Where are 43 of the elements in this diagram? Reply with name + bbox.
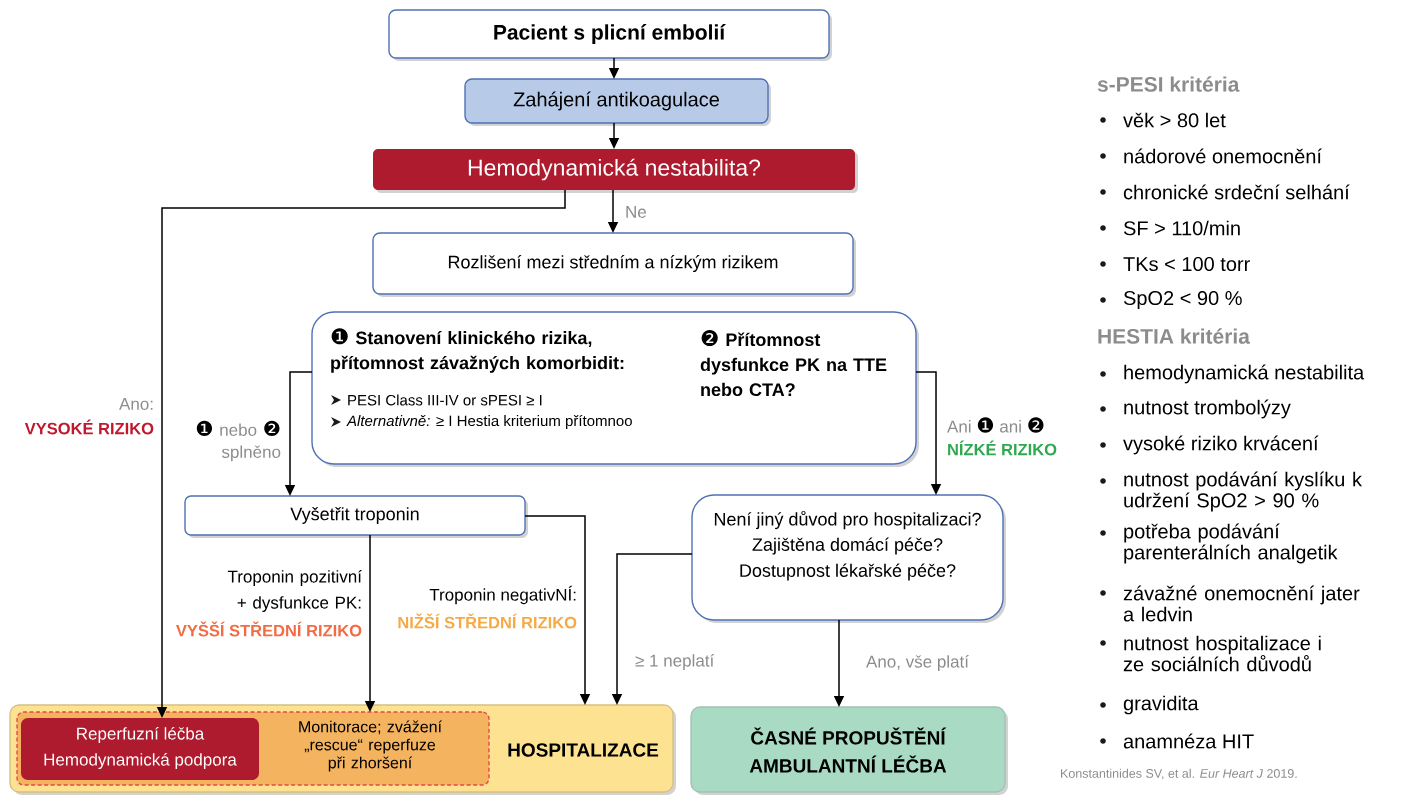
criteria-box: ❶ Stanovení klinického rizika, přítomnost závažných komorbidit: PESI Class III-IV or sPESI ≥ I Alternativně: ≥ I Hestia kriterium přítomnoo ❷ Přítomnost dysfunkce PK na TTE nebo CTA? bbox=[311, 311, 919, 467]
decision-box: Hemodynamická nestabilita? bbox=[373, 149, 858, 193]
list-item: nutnost podávání kyslíku k udržení SpO2 > 90 % bbox=[1124, 471, 1362, 512]
list-item: gravidita bbox=[1123, 695, 1199, 715]
process-box: Vyšetřit troponin bbox=[184, 495, 528, 538]
process-box: Rozlišení mezi středním a nízkým rizikem bbox=[372, 232, 856, 297]
list-item: hemodynamická nestabilita bbox=[1124, 364, 1365, 384]
node-label: ❶ Stanovení klinického rizika, přítomnost závažných komorbidit: bbox=[331, 328, 624, 373]
list-item: TKs < 100 torr bbox=[1123, 256, 1250, 272]
process-box: Zahájení antikoagulace bbox=[464, 78, 771, 126]
edge-label: ❶ nebo ❷ splněno bbox=[196, 420, 281, 462]
list-item: SF > 110/min bbox=[1123, 220, 1240, 236]
edge-label: Troponin pozitivní + dysfunkce PK: bbox=[227, 570, 362, 613]
edge-label: Ano: bbox=[119, 398, 153, 410]
list-item: závažné onemocnění jater a ledvin bbox=[1123, 585, 1360, 622]
edge-label: Ano, vše platí bbox=[866, 655, 969, 672]
risk-label: VYSOKÉ RIZIKO bbox=[24, 419, 154, 435]
list-item: SpO2 < 90 % bbox=[1123, 290, 1242, 310]
node-label: PESI Class III-IV or sPESI ≥ I bbox=[348, 394, 542, 406]
list-item: nutnost trombolýzy bbox=[1124, 399, 1291, 419]
risk-label: VYŠŠÍ STŘEDNÍ RIZIKO bbox=[176, 621, 362, 637]
risk-label: NÍZKÉ RIZIKO bbox=[948, 440, 1057, 456]
list-heading: s-PESI kritéria bbox=[1097, 76, 1240, 92]
list-item: anamnéza HIT bbox=[1123, 733, 1254, 749]
edge-label: Ani ❶ ani ❷ bbox=[947, 417, 1044, 433]
list-item: vysoké riziko krvácení bbox=[1123, 435, 1319, 455]
start-box: Pacient s plicní embolií bbox=[388, 9, 832, 61]
list-item: chronické srdeční selhání bbox=[1123, 184, 1350, 200]
edge-label: ≥ 1 neplatí bbox=[635, 654, 715, 671]
list-heading: HESTIA kritéria bbox=[1098, 328, 1250, 344]
citation: Konstantinides SV, et al. Eur Heart J 2019. bbox=[1061, 768, 1297, 780]
risk-label: NIŽŠÍ STŘEDNÍ RIZIKO bbox=[398, 613, 577, 629]
node-label: ❷ Přítomnost dysfunkce PK na TTE nebo CTA? bbox=[700, 329, 887, 397]
list-item: nutnost hospitalizace i ze sociálních důvodů bbox=[1123, 635, 1321, 672]
list-item: věk > 80 let bbox=[1123, 112, 1226, 128]
list-item: potřeba podávání parenterálních analgetik bbox=[1124, 523, 1338, 564]
list-item: nádorové onemocnění bbox=[1124, 148, 1322, 164]
treatment-box: Reperfuzní léčba Hemodynamická podpora bbox=[21, 718, 259, 780]
node-label: Alternativně: ≥ I Hestia kriterium přítomnoo bbox=[346, 414, 632, 430]
edge-label: Troponin negativNÍ: bbox=[429, 585, 576, 605]
question-box: Není jiný důvod pro hospitalizaci? Zajištěna domácí péče? Dostupnost lékařské péče? bbox=[691, 494, 1006, 623]
outcome-box: ČASNÉ PROPUŠTĚNÍ AMBULANTNÍ LÉČBA bbox=[690, 706, 1008, 795]
edge-label: Ne bbox=[626, 206, 646, 218]
